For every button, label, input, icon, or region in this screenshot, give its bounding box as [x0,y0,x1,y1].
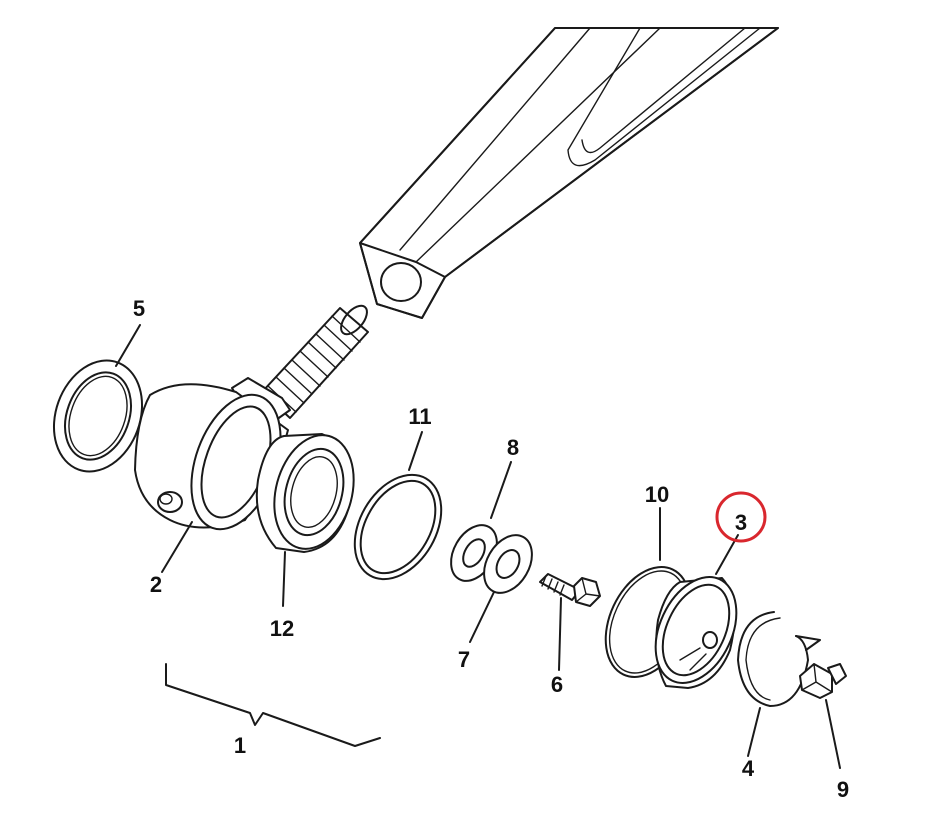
callout-5: 5 [133,296,145,321]
part-7-washer [483,534,533,594]
leader-lines [115,324,841,769]
callout-8: 8 [507,435,519,460]
callout-6: 6 [551,672,563,697]
callout-2: 2 [150,572,162,597]
callout-10: 10 [645,482,669,507]
drawbar-arm [359,27,779,319]
part-9-grease-fitting [799,663,847,699]
part-11-ring [353,473,443,581]
assembly-bracket [165,663,381,747]
callout-12: 12 [270,616,294,641]
callout-4: 4 [742,756,755,781]
highlight-circle [715,491,767,543]
part-3-cap [654,576,738,689]
callout-7: 7 [458,647,470,672]
callout-1: 1 [234,733,246,758]
part-6-bolt [539,573,601,607]
callout-11: 11 [408,404,431,429]
part-12-bearing [255,433,355,553]
callout-3: 3 [735,510,747,535]
part-4-snap-ring [737,611,821,707]
part-2-housing [134,304,369,531]
callout-9: 9 [837,777,849,802]
